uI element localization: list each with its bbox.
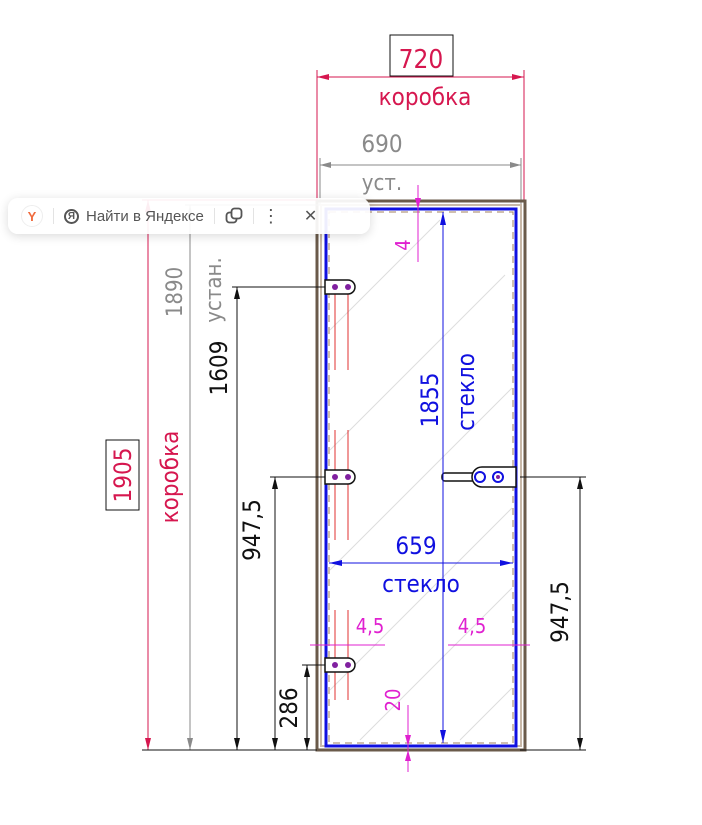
hinge-bottom-value: 286 bbox=[275, 687, 303, 728]
divider bbox=[213, 208, 215, 224]
hinge-middle bbox=[324, 430, 356, 540]
yandex-browser-icon[interactable]: Y bbox=[21, 205, 43, 227]
hinge-top bbox=[324, 279, 356, 370]
glass-width-label: стекло bbox=[382, 570, 460, 598]
gap-bottom-value: 20 bbox=[381, 689, 405, 712]
glass-height-label: стекло bbox=[452, 353, 480, 431]
hinge-top-value: 1609 bbox=[205, 341, 233, 396]
divider bbox=[252, 208, 254, 224]
divider bbox=[53, 208, 54, 224]
glass-width-value: 659 bbox=[395, 532, 436, 560]
gap-right-value: 4,5 bbox=[458, 614, 487, 638]
install-width-label: уст. bbox=[362, 171, 402, 196]
hinge-middle-value: 947,5 bbox=[238, 499, 266, 561]
box-height-value: 1905 bbox=[109, 448, 137, 503]
yandex-search-popup: Y Я Найти в Яндексе ⋮ ✕ bbox=[8, 198, 370, 234]
gap-top-value: 4 bbox=[391, 239, 415, 250]
box-width-label: коробка bbox=[379, 83, 472, 111]
close-button[interactable]: ✕ bbox=[303, 208, 318, 225]
door-handle bbox=[441, 466, 517, 488]
install-height-value: 1890 bbox=[163, 267, 188, 317]
search-label: Найти в Яндексе bbox=[86, 207, 204, 225]
glass-height-value: 1855 bbox=[416, 373, 444, 428]
more-button[interactable]: ⋮ bbox=[261, 205, 280, 226]
hinge-bottom bbox=[324, 610, 356, 700]
box-height-label: коробка bbox=[156, 431, 184, 524]
gap-left-value: 4,5 bbox=[356, 614, 385, 638]
box-width-value: 720 bbox=[399, 45, 444, 75]
yandex-search-icon: Я bbox=[64, 208, 79, 224]
arrow bbox=[512, 74, 524, 80]
search-yandex-button[interactable]: Я Найти в Яндексе bbox=[64, 208, 204, 225]
copy-icon bbox=[225, 207, 243, 224]
arrow bbox=[317, 74, 329, 80]
door-frame bbox=[315, 199, 527, 752]
handle-height-value: 947,5 bbox=[546, 581, 574, 643]
copy-button[interactable] bbox=[225, 207, 243, 225]
box-width-frame bbox=[389, 34, 454, 77]
install-width-value: 690 bbox=[361, 130, 402, 158]
install-height-label: устан. bbox=[202, 257, 227, 322]
